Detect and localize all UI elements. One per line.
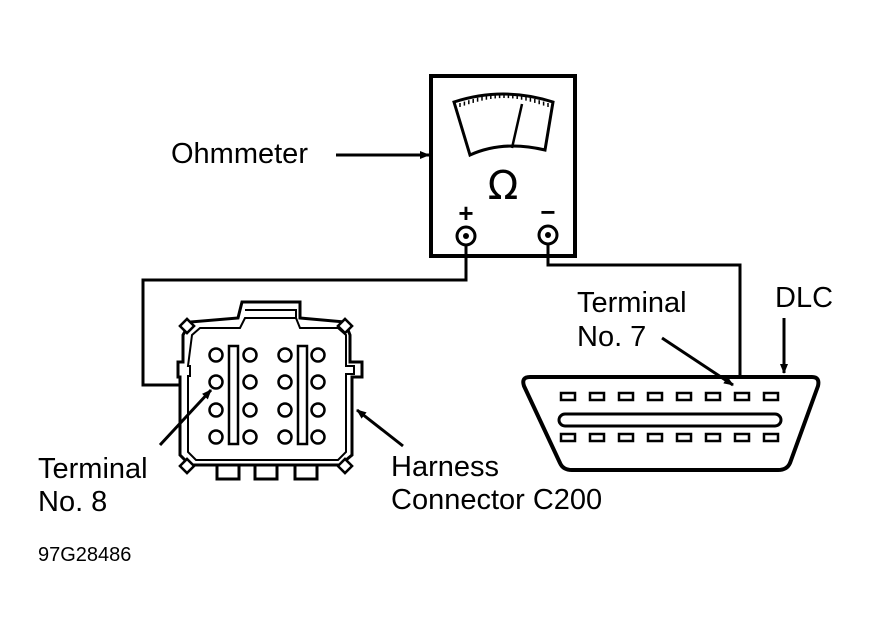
c200-pin[interactable] <box>310 374 326 390</box>
c200-terminal-8[interactable] <box>208 374 224 390</box>
dlc-label: DLC <box>775 282 833 314</box>
negative-lead-wire <box>546 244 742 385</box>
terminal-7-arrow-icon <box>661 336 734 387</box>
dlc-connector <box>521 375 821 472</box>
negative-terminal-label: − <box>540 197 555 227</box>
dial-scale <box>459 94 549 107</box>
c200-pin[interactable] <box>242 374 258 390</box>
dlc-pin[interactable] <box>588 432 606 443</box>
harness-connector-arrow-icon <box>356 408 404 448</box>
c200-pin[interactable] <box>310 347 326 363</box>
ohmmeter-label: Ohmmeter <box>171 138 308 170</box>
harness-connector-label-line2: Connector C200 <box>391 484 602 516</box>
c200-pin-grid <box>208 347 326 445</box>
harness-connector-label-line1: Harness <box>391 451 499 483</box>
dlc-pin[interactable] <box>675 432 693 443</box>
meter-dial-icon <box>452 92 555 158</box>
dlc-pin[interactable] <box>762 432 780 443</box>
dlc-pin[interactable] <box>559 391 577 402</box>
c200-pin[interactable] <box>277 374 293 390</box>
dlc-pin[interactable] <box>559 432 577 443</box>
c200-pin[interactable] <box>208 429 224 445</box>
c200-pin[interactable] <box>242 429 258 445</box>
ohm-symbol: Ω <box>488 163 519 209</box>
positive-lead-wire <box>141 245 468 387</box>
dlc-pin[interactable] <box>617 432 635 443</box>
c200-pin[interactable] <box>277 429 293 445</box>
meter-needle <box>510 103 524 149</box>
ohmmeter: Ω + − <box>429 74 577 258</box>
c200-pin[interactable] <box>310 429 326 445</box>
positive-terminal-label: + <box>458 198 473 228</box>
c200-pin[interactable] <box>242 402 258 418</box>
terminal-8-arrow-icon <box>158 388 213 447</box>
c200-pin[interactable] <box>208 402 224 418</box>
terminal-8-label-line1: Terminal <box>38 453 148 485</box>
dlc-terminal-7[interactable] <box>733 391 751 402</box>
c200-pin[interactable] <box>277 402 293 418</box>
c200-pin[interactable] <box>277 347 293 363</box>
terminal-8-label-line2: No. 8 <box>38 486 107 518</box>
dlc-pin[interactable] <box>762 391 780 402</box>
dlc-center-key <box>557 412 783 428</box>
c200-pin[interactable] <box>310 402 326 418</box>
dlc-pin[interactable] <box>646 391 664 402</box>
dlc-pin-rows <box>559 391 780 443</box>
terminal-7-label-line2: No. 7 <box>577 321 646 353</box>
harness-connector-c200 <box>176 300 364 481</box>
dlc-pin[interactable] <box>588 391 606 402</box>
dlc-pin[interactable] <box>704 391 722 402</box>
dlc-pin[interactable] <box>704 432 722 443</box>
dlc-pin[interactable] <box>617 391 635 402</box>
dlc-pin[interactable] <box>733 432 751 443</box>
terminal-7-label-line1: Terminal <box>577 287 687 319</box>
dlc-pin[interactable] <box>675 391 693 402</box>
dlc-pin[interactable] <box>646 432 664 443</box>
c200-pin[interactable] <box>208 347 224 363</box>
c200-pin[interactable] <box>242 347 258 363</box>
figure-id: 97G28486 <box>38 544 131 566</box>
